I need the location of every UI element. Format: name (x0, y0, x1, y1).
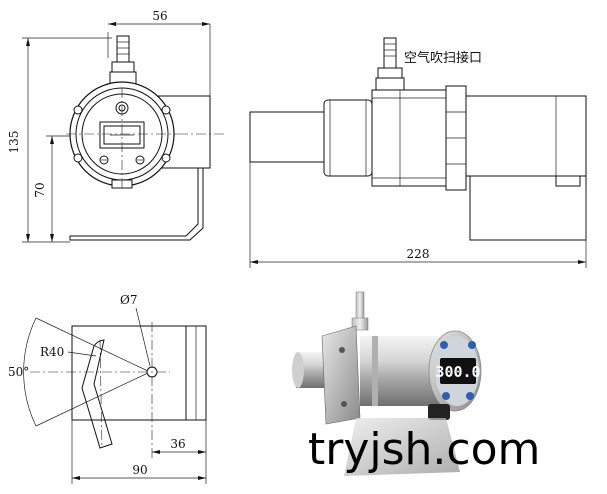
photo-display-value: 300.0 (435, 363, 480, 381)
bracket-view: 50° R40 Ø7 36 90 (8, 293, 207, 484)
purge-port-label: 空气吹扫接口 (404, 50, 482, 66)
front-view: 56 135 70 (7, 9, 225, 243)
dim-center-height: 70 (33, 182, 47, 197)
watermark: tryjsh.com (308, 424, 540, 475)
dim-bracket-offset: 36 (170, 437, 185, 451)
dim-hole-diameter: Ø7 (120, 293, 137, 307)
dim-bracket-radius: R40 (40, 345, 64, 359)
side-view: 空气吹扫接口 228 (249, 37, 587, 268)
dim-front-height: 135 (7, 131, 21, 154)
dim-side-length: 228 (407, 247, 430, 261)
product-photo: 300.0 (292, 291, 482, 476)
dim-bracket-angle: 50° (8, 365, 29, 379)
dim-bracket-width: 90 (132, 463, 147, 477)
dim-front-width: 56 (152, 9, 167, 23)
